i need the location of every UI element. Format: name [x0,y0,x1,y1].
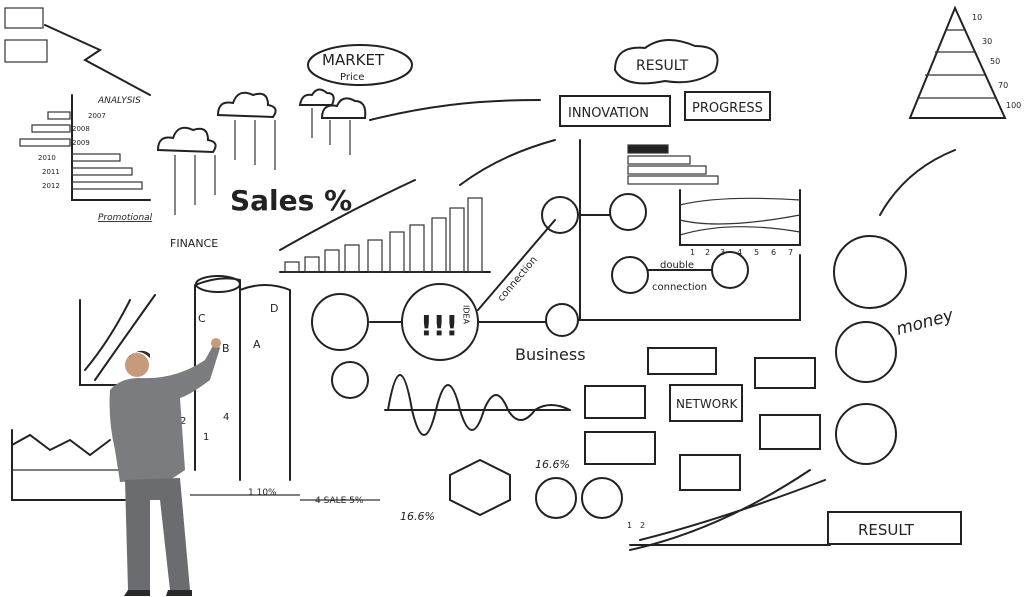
cylinder-label: C [198,312,206,325]
block-label: 2 [180,416,186,427]
price-label: Price [340,72,364,83]
axis-ticks: 1 2 3 4 5 6 7 [690,248,793,257]
result-bottom-label: RESULT [858,521,915,539]
year-label: 2012 [42,182,60,190]
svg-text:3: 3 [720,248,725,257]
band-chart [679,189,801,246]
note-box [4,7,44,29]
svg-text:1: 1 [690,248,695,257]
idea-label: IDEA [462,305,471,325]
network-nodes [584,347,821,491]
result-cloud [613,39,719,85]
pct-bottom-label: 16.6% [400,510,435,523]
horizontal-bars [627,144,719,185]
market-label: MARKET [322,51,385,69]
innovation-label: INNOVATION [568,106,649,121]
svg-text:5: 5 [754,248,759,257]
svg-text:10: 10 [972,13,982,22]
pct-top-label: 16.6% [535,458,570,471]
cylinder-label: A [253,338,261,351]
svg-text:6: 6 [771,248,776,257]
bar-axis [71,94,151,201]
hexagon [449,458,511,517]
curve-tick: 1 [627,521,632,530]
year-label: 2008 [72,125,90,133]
block-label: 4 [223,412,229,423]
network-label: NETWORK [676,397,739,411]
arrow-chart [79,294,161,386]
sale-label: 4 SALE 5% [315,496,364,506]
curve-chart [629,469,831,551]
progress-box [684,91,771,121]
progress-label: PROGRESS [692,101,763,116]
double-label: double [660,260,694,271]
promotional-label: Promotional [98,213,153,223]
finance-label: FINANCE [170,237,218,250]
network-box [669,384,743,422]
growth-arrow [279,179,416,251]
innovation-box [559,95,671,127]
sales-label: Sales % [230,184,352,217]
pyramid-labels: 10 30 50 70 100 [972,13,1021,110]
pie-charts [311,193,907,519]
svg-text:2: 2 [705,248,710,257]
money-label: money [894,305,956,340]
zigzag-arrow [44,24,151,96]
cylinder-label: B [222,342,230,355]
block-label: 1 [203,432,209,443]
svg-text:4: 4 [737,248,742,257]
pyramid [908,5,1007,119]
cylinder-label: D [270,302,278,315]
svg-text:30: 30 [982,37,992,46]
pct-10-label: 1 10% [248,488,277,498]
year-label: 2010 [38,154,56,162]
svg-text:70: 70 [998,81,1008,90]
year-label: 2009 [72,139,90,147]
year-bars [19,111,143,190]
market-ellipse [307,44,413,86]
wave-arrow [369,99,541,121]
svg-text:7: 7 [788,248,793,257]
note-box [4,39,48,63]
result-top-label: RESULT [636,58,689,74]
business-label: Business [515,345,586,364]
double-connection-label: connection [652,282,707,293]
svg-text:100: 100 [1006,101,1021,110]
exclamation-marks: !!! [420,309,458,342]
curve-tick: 2 [640,521,645,530]
result-bottom-box [827,511,962,545]
sine-wave [384,374,571,436]
growth-bars [284,197,483,273]
small-zigzag-chart [11,429,126,501]
analysis-label: ANALYSIS [97,96,141,106]
businessman [109,338,221,596]
svg-text:50: 50 [990,57,1000,66]
rain-clouds [156,88,367,215]
year-label: 2011 [42,168,60,176]
year-label: 2007 [88,112,106,120]
